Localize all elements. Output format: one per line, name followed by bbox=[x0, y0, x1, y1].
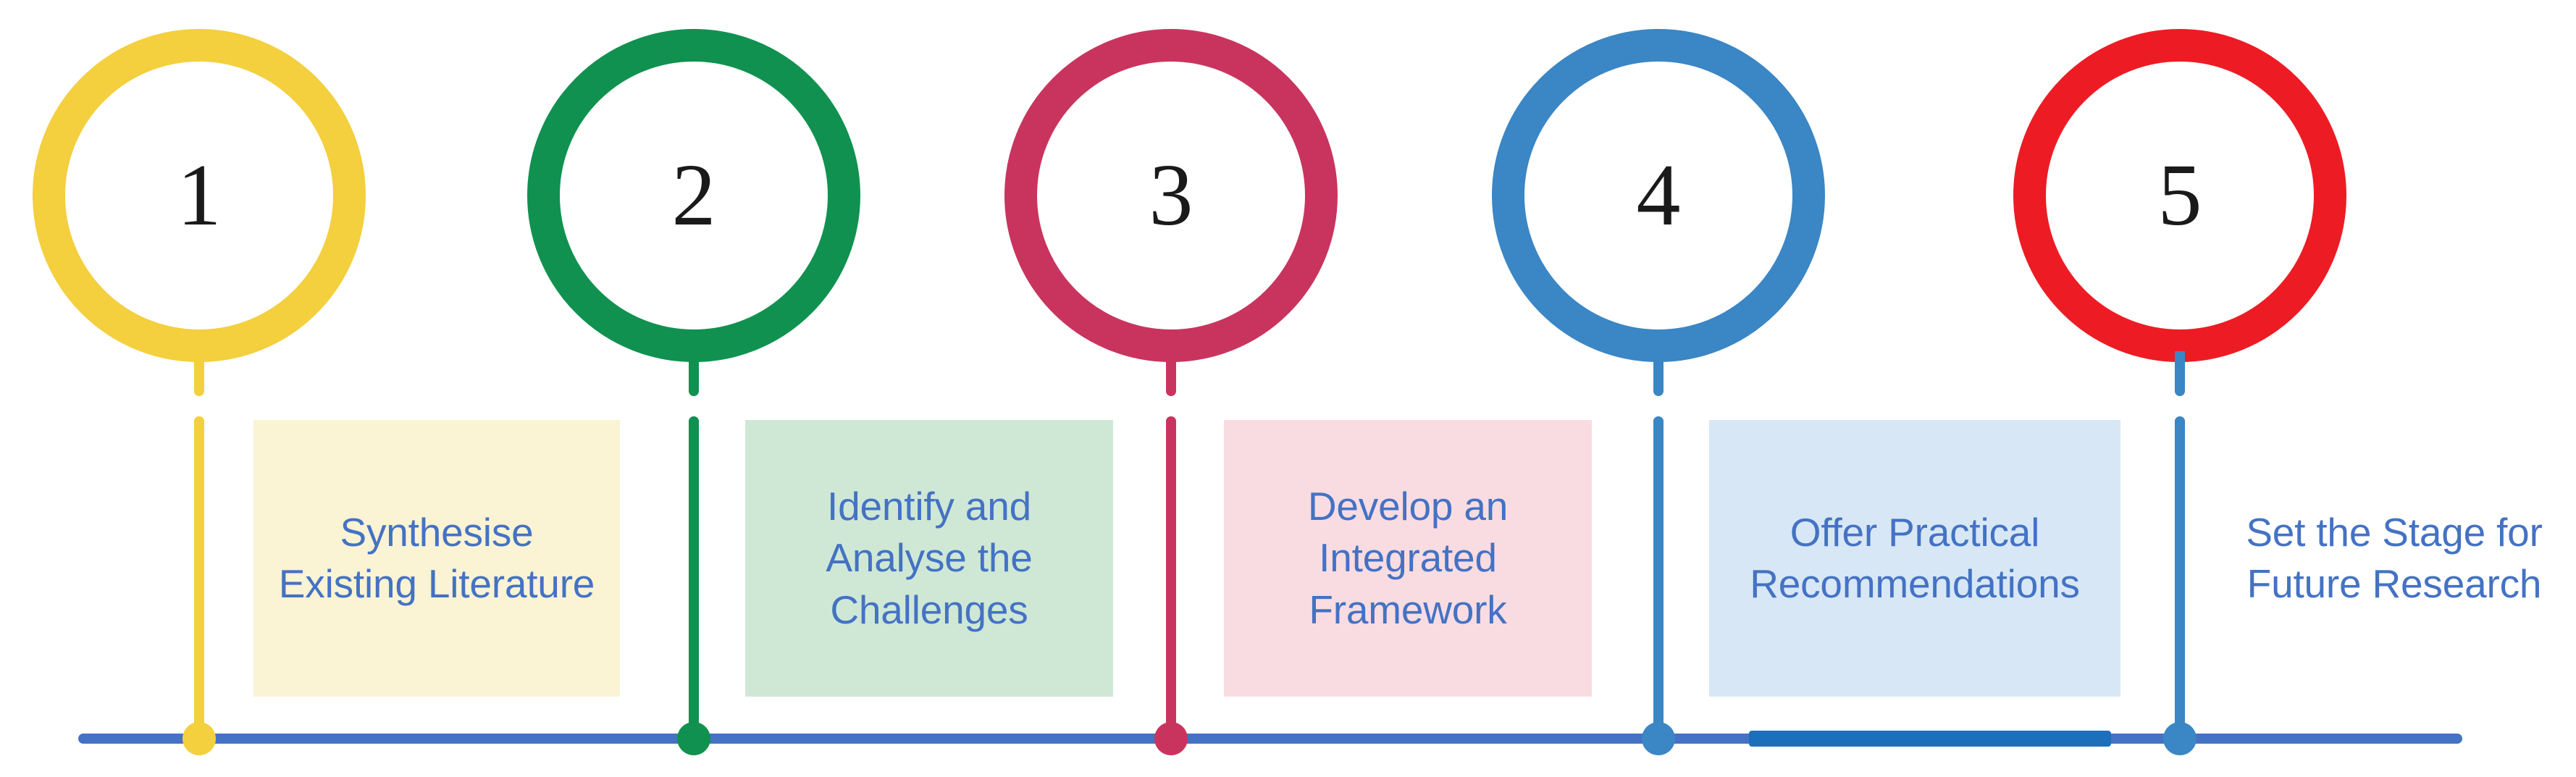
step-connector-stub-3 bbox=[1166, 351, 1176, 396]
step-connector-stub-1 bbox=[194, 351, 204, 396]
timeline-baseline-accent-segment bbox=[1749, 731, 2111, 747]
timeline-node-dot-4[interactable] bbox=[1642, 722, 1675, 755]
step-caption-box-4: Offer Practical Recommendations bbox=[1709, 420, 2120, 697]
timeline-node-dot-5[interactable] bbox=[2163, 722, 2197, 755]
step-number-2: 2 bbox=[671, 146, 716, 244]
step-connector-stub-4 bbox=[1653, 351, 1664, 396]
timeline-node-dot-3[interactable] bbox=[1154, 722, 1188, 755]
step-caption-box-3: Develop an Integrated Framework bbox=[1224, 420, 1592, 697]
timeline-node-dot-2[interactable] bbox=[677, 722, 710, 755]
step-number-1: 1 bbox=[177, 146, 222, 244]
step-connector-stub-2 bbox=[689, 351, 699, 396]
step-connector-4 bbox=[1653, 416, 1664, 728]
step-caption-box-5: Set the Stage for Future Research bbox=[2246, 509, 2543, 607]
step-number-3: 3 bbox=[1149, 146, 1193, 244]
timeline-node-dot-1[interactable] bbox=[182, 722, 216, 755]
step-connector-2 bbox=[689, 416, 699, 728]
step-number-5: 5 bbox=[2157, 146, 2202, 244]
step-caption-box-1: Synthesise Existing Literature bbox=[253, 420, 620, 697]
step-connector-1 bbox=[194, 416, 204, 728]
step-connector-5 bbox=[2175, 416, 2185, 728]
step-connector-3 bbox=[1166, 416, 1176, 728]
step-caption-box-2: Identify and Analyse the Challenges bbox=[745, 420, 1113, 697]
step-connector-stub-5 bbox=[2175, 351, 2185, 396]
step-number-4: 4 bbox=[1636, 146, 1681, 244]
